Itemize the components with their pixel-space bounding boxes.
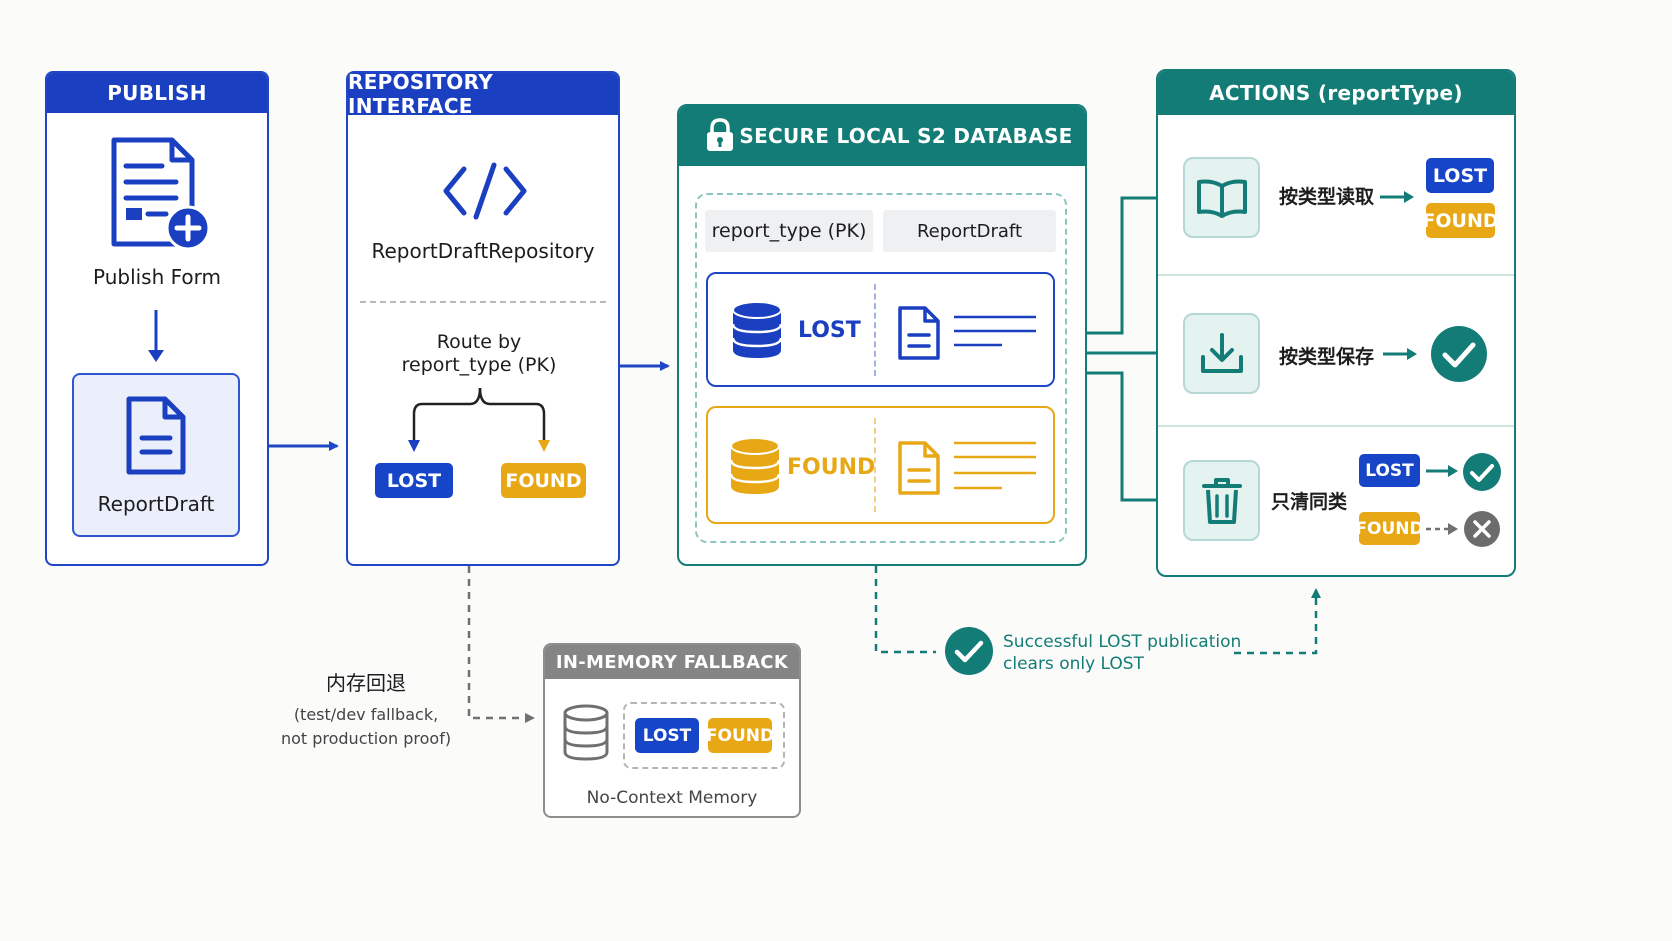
- book-icon: [1196, 179, 1247, 218]
- read-action-label: 按类型读取: [1279, 186, 1375, 208]
- save-action-label: 按类型保存: [1279, 346, 1375, 368]
- actions-divider-1: [1158, 274, 1514, 276]
- actions-divider-2: [1158, 425, 1514, 427]
- repository-divider: [360, 301, 606, 303]
- dashed-repo-to-fallback: [467, 566, 535, 723]
- report-draft-label: ReportDraft: [97, 492, 215, 516]
- success-check-icon: [945, 627, 993, 675]
- clear-found-dashed-arrow-icon: [1426, 523, 1458, 535]
- fallback-note-line-2: not production proof): [280, 729, 452, 748]
- read-action-tile[interactable]: [1183, 157, 1260, 238]
- repository-header: REPOSITORY INTERFACE: [348, 70, 618, 118]
- trash-icon: [1201, 477, 1242, 524]
- found-database-icon: [729, 437, 781, 494]
- save-action-tile[interactable]: [1183, 313, 1260, 394]
- db-column-value: ReportDraft: [883, 210, 1056, 252]
- repo-lost-badge: LOST: [375, 463, 453, 498]
- lost-database-icon: [731, 301, 783, 358]
- success-note-line-2: clears only LOST: [1003, 654, 1144, 674]
- clear-lost-arrow-icon: [1426, 465, 1458, 477]
- repo-found-badge: FOUND: [501, 463, 586, 498]
- fallback-header: IN-MEMORY FALLBACK: [545, 645, 799, 679]
- arrow-db-to-read: [1087, 193, 1169, 335]
- db-row-lost-label: LOST: [798, 318, 861, 343]
- clear-lost-badge: LOST: [1359, 454, 1420, 487]
- read-found-badge: FOUND: [1422, 203, 1499, 238]
- lost-record-lines-icon: [954, 315, 1036, 347]
- dashed-success-to-actions: [1234, 588, 1321, 655]
- lost-document-icon: [898, 306, 940, 360]
- publish-header: PUBLISH: [47, 73, 267, 113]
- clear-found-badge: FOUND: [1355, 512, 1424, 545]
- actions-header: ACTIONS (reportType): [1158, 71, 1514, 115]
- clear-action-label: 只清同类: [1271, 491, 1348, 513]
- found-document-icon: [898, 441, 940, 495]
- route-line-1: Route by: [436, 331, 522, 353]
- dashed-db-to-success: [874, 566, 936, 654]
- clear-found-cross-icon: [1464, 511, 1500, 547]
- db-row-found-divider: [874, 418, 876, 512]
- read-lost-badge: LOST: [1426, 158, 1494, 193]
- route-line-2: report_type (PK): [401, 354, 557, 376]
- clear-action-tile[interactable]: [1183, 460, 1260, 541]
- memory-label: No-Context Memory: [586, 788, 758, 808]
- memory-database-icon: [563, 704, 609, 761]
- read-arrow-icon: [1380, 191, 1414, 203]
- found-record-lines-icon: [954, 441, 1036, 490]
- save-arrow-icon: [1383, 348, 1417, 360]
- db-column-pk: report_type (PK): [705, 210, 873, 252]
- download-icon: [1200, 332, 1243, 373]
- db-table-frame: [695, 193, 1067, 543]
- success-note-line-1: Successful LOST publication: [1003, 632, 1242, 652]
- database-header-bar: SECURE LOCAL S2 DATABASE: [679, 106, 1085, 166]
- clear-lost-check-icon: [1463, 453, 1501, 491]
- report-draft-icon: [126, 396, 186, 475]
- database-header: SECURE LOCAL S2 DATABASE: [739, 124, 1073, 148]
- fallback-note-line-1: (test/dev fallback,: [293, 705, 439, 724]
- report-draft-card: [72, 373, 240, 537]
- fallback-lost-badge: LOST: [635, 718, 699, 753]
- fallback-title: 内存回退: [326, 671, 406, 695]
- code-icon: [443, 162, 527, 220]
- publish-form-label: Publish Form: [92, 265, 222, 289]
- db-row-found-label: FOUND: [787, 455, 876, 480]
- db-row-lost-divider: [874, 284, 876, 376]
- save-success-check-icon: [1431, 326, 1487, 382]
- repository-name: ReportDraftRepository: [371, 239, 595, 263]
- memory-slots-frame: [623, 702, 785, 769]
- arrow-db-to-clear: [1087, 371, 1169, 505]
- route-branch-icon: [408, 387, 550, 452]
- lock-icon: [707, 118, 733, 151]
- publish-form-icon: [111, 137, 211, 251]
- arrow-form-to-draft: [148, 310, 164, 362]
- fallback-found-badge: FOUND: [706, 718, 774, 753]
